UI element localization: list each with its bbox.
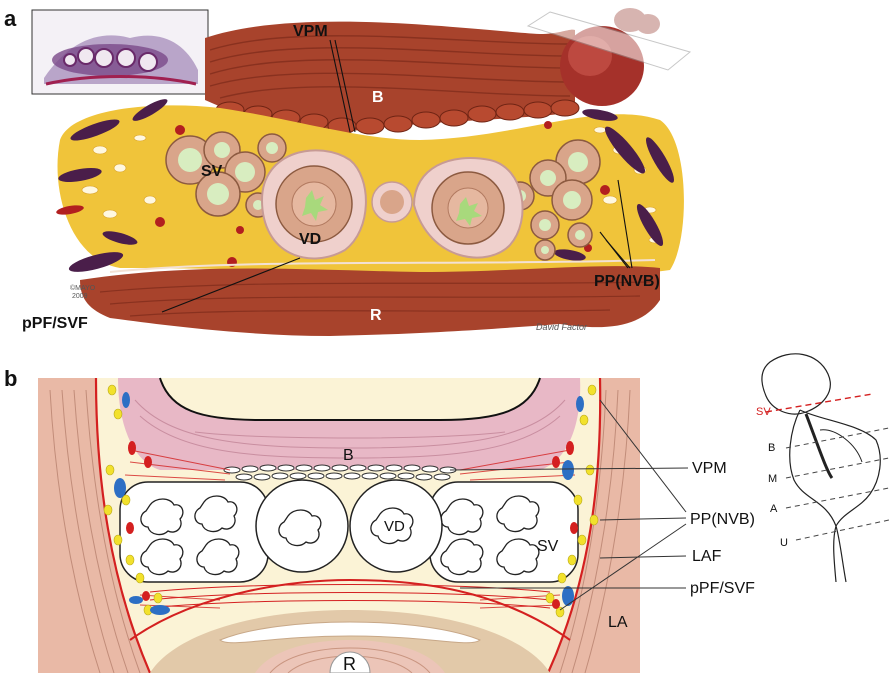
- inset-label-sv: SV: [756, 406, 771, 418]
- label-rectum-b: R: [343, 654, 356, 673]
- panel-a: a: [4, 6, 690, 336]
- inset-label-m: M: [768, 473, 777, 485]
- urethra-center-a: [372, 182, 412, 222]
- label-laf-b: LAF: [692, 548, 722, 565]
- seminal-vesicle-left-b: [120, 482, 268, 582]
- histology-inset: [32, 10, 208, 94]
- label-sv-a: SV: [201, 163, 223, 180]
- sagittal-inset: SV B M A U: [756, 354, 889, 582]
- panel-b-letter: b: [4, 366, 17, 391]
- label-la-b: LA: [608, 614, 628, 631]
- label-bladder-b: B: [343, 447, 354, 464]
- label-vpm-a: VPM: [293, 23, 328, 40]
- label-vd-b: VD: [384, 518, 405, 535]
- label-ppf-svf-b: pPF/SVF: [690, 580, 755, 597]
- label-bladder-a: B: [372, 89, 384, 106]
- label-rectum-a: R: [370, 307, 382, 324]
- label-ppf-svf-a: pPF/SVF: [22, 315, 88, 332]
- inset-label-a: A: [770, 503, 778, 515]
- label-pp-nvb-b: PP(NVB): [690, 511, 755, 528]
- label-vpm-b: VPM: [692, 460, 727, 477]
- label-sv-b: SV: [537, 538, 559, 555]
- inset-label-b: B: [768, 442, 775, 454]
- label-pp-nvb-a: PP(NVB): [594, 273, 660, 290]
- panel-b: b: [4, 354, 889, 673]
- artist-signature: David Factor: [536, 322, 588, 332]
- panel-a-letter: a: [4, 6, 17, 31]
- label-vd-a: VD: [299, 231, 321, 248]
- inset-label-u: U: [780, 537, 788, 549]
